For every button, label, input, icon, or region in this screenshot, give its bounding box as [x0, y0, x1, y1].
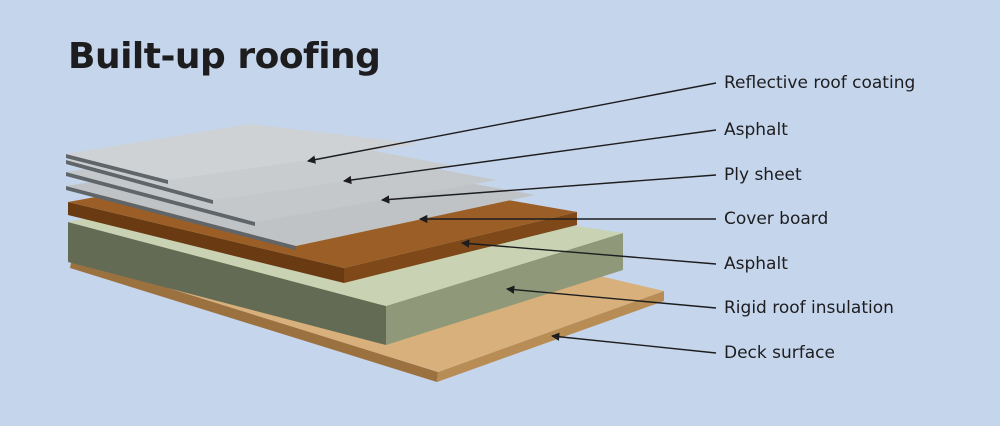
label-rigid-roof-insulation: Rigid roof insulation [724, 298, 894, 318]
label-ply-sheet: Ply sheet [724, 165, 802, 185]
leader-line-reflective-coating [306, 82, 717, 164]
ply-sheets-stack [66, 124, 535, 250]
label-reflective-roof-coating: Reflective roof coating [724, 73, 916, 93]
leader-lines [306, 82, 717, 354]
label-deck-surface: Deck surface [724, 343, 835, 363]
leader-line-rigid-insulation [505, 285, 717, 309]
leader-line-asphalt-lower [460, 239, 717, 265]
leader-line-deck-surface [550, 332, 717, 354]
label-cover-board: Cover board [724, 209, 829, 229]
leader-line-asphalt-upper [342, 129, 717, 185]
diagram-title: Built-up roofing [68, 36, 381, 77]
label-asphalt-upper: Asphalt [724, 120, 788, 140]
label-asphalt-lower: Asphalt [724, 254, 788, 274]
leader-line-ply-sheet [380, 174, 717, 204]
